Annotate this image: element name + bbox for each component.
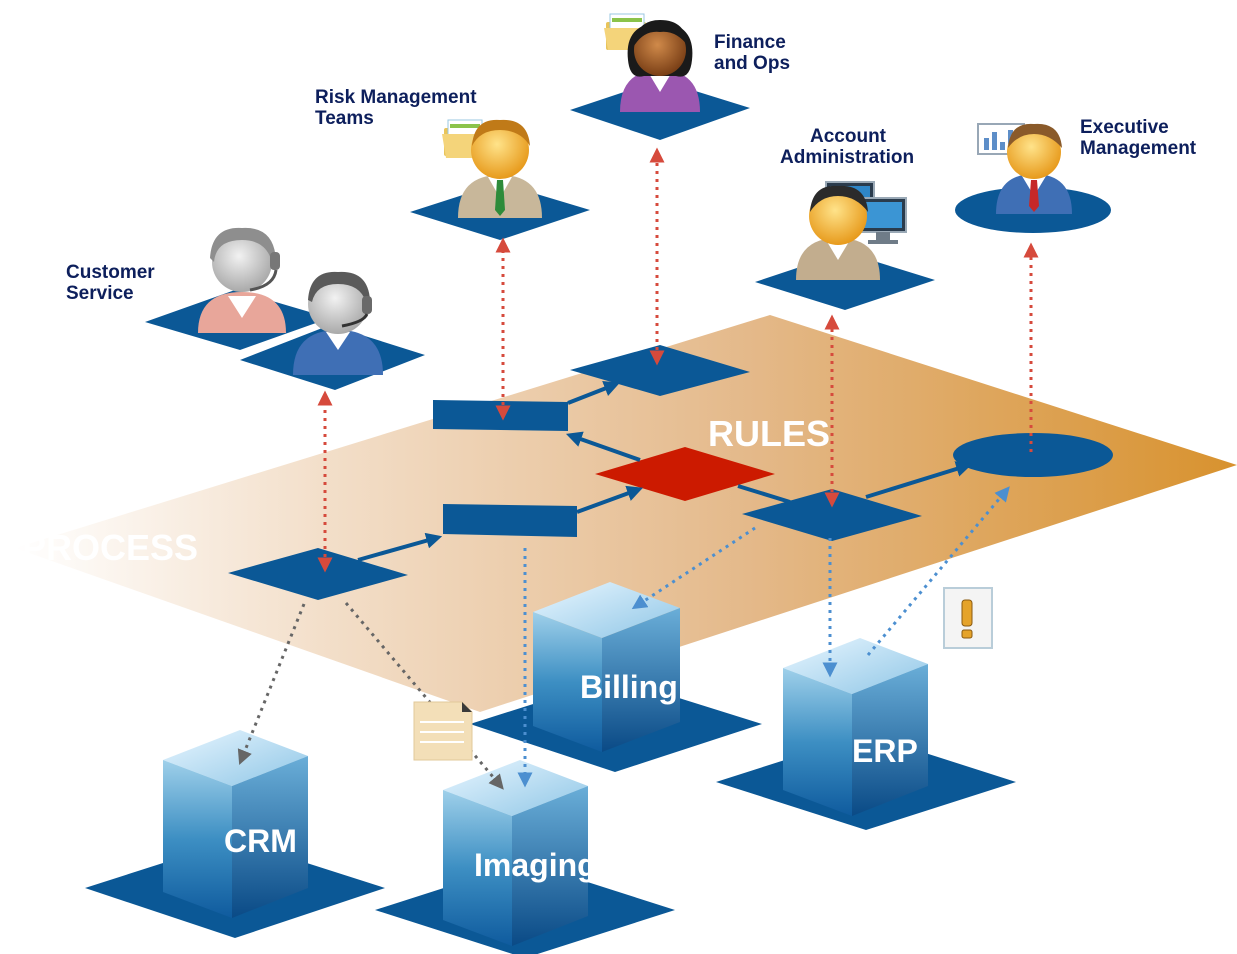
process-rules-plane xyxy=(15,315,1237,712)
finance-ops-group: Finance and Ops xyxy=(570,13,791,140)
crm-cube-front xyxy=(163,760,232,918)
flow-arrow xyxy=(576,485,644,514)
erp-label: ERP xyxy=(852,733,918,769)
risk-management-group: Risk Management Teams xyxy=(315,87,590,240)
flow-arrow xyxy=(567,381,620,405)
account-admin-platform xyxy=(755,252,935,310)
process-start-node xyxy=(228,548,408,600)
crm-system[interactable]: CRM xyxy=(85,730,385,938)
executive-label: Executive Management xyxy=(1080,117,1197,159)
billing-cube-side xyxy=(602,608,680,752)
erp-cube-top xyxy=(783,638,928,694)
erp-cube-front xyxy=(783,668,852,816)
risk-manager-person-icon xyxy=(458,119,542,218)
process-step-node xyxy=(443,504,577,537)
erp-cube-side xyxy=(852,664,928,816)
customer-service-label: Customer Service xyxy=(66,262,160,304)
customer-service-group: Customer Service xyxy=(66,227,425,390)
imaging-cube-front xyxy=(443,790,512,946)
executive-group: Executive Management xyxy=(955,117,1197,233)
process-flow-arrows xyxy=(357,381,973,562)
imaging-cube-top xyxy=(443,760,588,816)
crm-label: CRM xyxy=(224,823,297,859)
finance-node xyxy=(570,345,750,396)
finance-ops-label: Finance and Ops xyxy=(714,32,791,74)
rules-layer-label: RULES xyxy=(708,413,830,454)
exclamation-icon[interactable] xyxy=(943,587,993,649)
flow-arrow xyxy=(737,484,791,504)
document-icon xyxy=(413,701,473,761)
risk-management-label: Risk Management Teams xyxy=(315,87,482,129)
system-link xyxy=(237,603,306,765)
crm-cube-top xyxy=(163,730,308,786)
flow-arrow xyxy=(565,431,641,462)
flow-arrow xyxy=(865,461,973,499)
agent-male-icon xyxy=(293,271,383,375)
executive-node xyxy=(953,433,1113,477)
billing-cube-front xyxy=(533,612,602,752)
risk-review-node xyxy=(433,400,568,431)
role-links xyxy=(317,147,1039,573)
flow-arrow xyxy=(357,532,443,562)
imaging-system[interactable]: Imaging xyxy=(375,760,675,954)
finance-person-icon xyxy=(620,20,700,112)
admin-person-icon xyxy=(796,185,880,280)
system-link xyxy=(866,486,1010,656)
system-links xyxy=(237,486,1010,790)
billing-label: Billing xyxy=(580,669,678,705)
erp-system[interactable]: ERP xyxy=(716,638,1016,830)
account-admin-group: Account Administration xyxy=(755,126,935,310)
process-layer-label: PROCESS xyxy=(22,527,198,568)
account-admin-label: Account Administration xyxy=(780,126,914,168)
crm-cube-side xyxy=(232,756,308,918)
executive-person-icon xyxy=(996,123,1072,214)
imaging-label: Imaging xyxy=(474,847,597,883)
imaging-cube-side xyxy=(512,786,588,946)
agent-female-icon xyxy=(198,227,286,333)
